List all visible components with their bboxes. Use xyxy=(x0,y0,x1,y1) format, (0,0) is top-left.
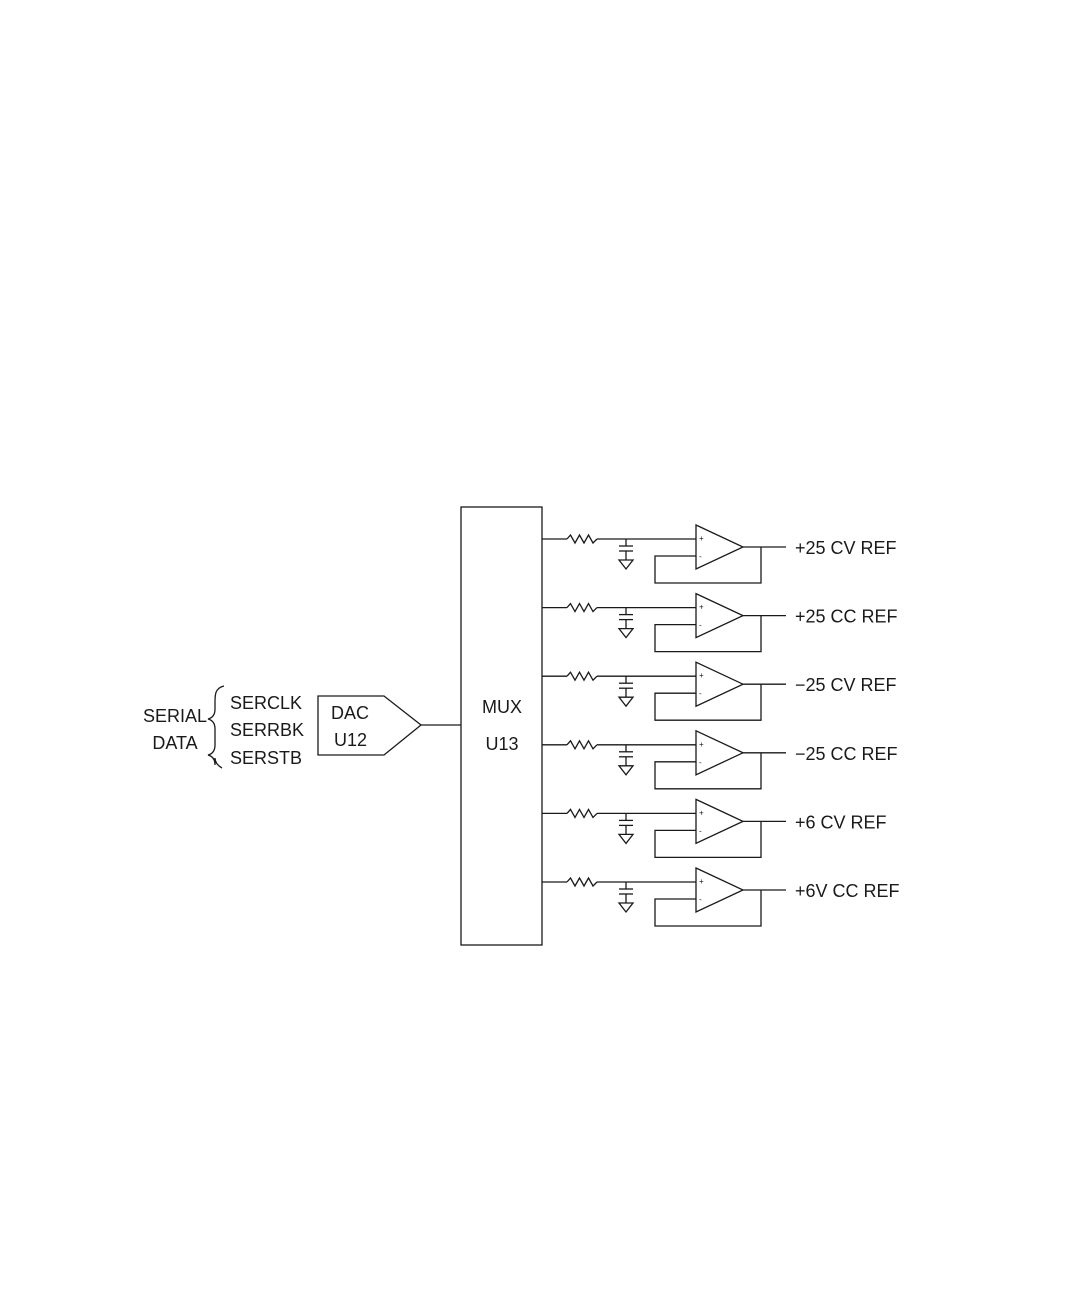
mux-label: MUX xyxy=(482,697,522,717)
output-label: +6V CC REF xyxy=(795,881,900,901)
signal-group-brace xyxy=(208,686,224,768)
output-label: −25 CV REF xyxy=(795,675,897,695)
opamp-plus-pin: + xyxy=(699,877,704,886)
signal-serclk: SERCLK xyxy=(230,693,302,713)
resistor xyxy=(567,535,597,543)
feedback-loop xyxy=(655,547,761,583)
opamp-minus-pin: - xyxy=(699,689,702,698)
signal-serstb: SERSTB xyxy=(230,748,302,768)
ground-symbol xyxy=(619,766,633,775)
opamp xyxy=(696,662,743,706)
feedback-loop xyxy=(655,821,761,857)
dac-ref: U12 xyxy=(334,730,367,750)
resistor xyxy=(567,672,597,680)
opamp xyxy=(696,799,743,843)
serial-label-line1: SERIAL xyxy=(143,706,207,726)
ground-symbol xyxy=(619,697,633,706)
mux-block xyxy=(461,507,542,945)
opamp-minus-pin: - xyxy=(699,826,702,835)
opamp xyxy=(696,731,743,775)
ground-symbol xyxy=(619,834,633,843)
opamp-plus-pin: + xyxy=(699,603,704,612)
mux-ref: U13 xyxy=(485,734,518,754)
opamp xyxy=(696,594,743,638)
ground-symbol xyxy=(619,629,633,638)
channel-6: + - +6V CC REF xyxy=(542,868,900,926)
output-label: −25 CC REF xyxy=(795,744,898,764)
resistor xyxy=(567,604,597,612)
serial-label-line2: DATA xyxy=(152,733,197,753)
dac-label: DAC xyxy=(331,703,369,723)
opamp xyxy=(696,868,743,912)
ground-symbol xyxy=(619,560,633,569)
output-label: +25 CC REF xyxy=(795,607,898,627)
resistor xyxy=(567,741,597,749)
resistor xyxy=(567,878,597,886)
channel-5: + - +6 CV REF xyxy=(542,799,887,857)
feedback-loop xyxy=(655,684,761,720)
opamp-minus-pin: - xyxy=(699,552,702,561)
opamp-plus-pin: + xyxy=(699,808,704,817)
opamp-minus-pin: - xyxy=(699,621,702,630)
ground-symbol xyxy=(619,903,633,912)
channel-2: + - +25 CC REF xyxy=(542,594,898,652)
feedback-loop xyxy=(655,616,761,652)
opamp-plus-pin: + xyxy=(699,671,704,680)
opamp-minus-pin: - xyxy=(699,895,702,904)
output-label: +6 CV REF xyxy=(795,812,887,832)
output-label: +25 CV REF xyxy=(795,538,897,558)
resistor xyxy=(567,809,597,817)
channel-1: + - +25 CV REF xyxy=(542,525,897,583)
feedback-loop xyxy=(655,890,761,926)
signal-serrbk: SERRBK xyxy=(230,720,304,740)
opamp-minus-pin: - xyxy=(699,758,702,767)
opamp xyxy=(696,525,743,569)
channel-4: + - −25 CC REF xyxy=(542,731,898,789)
channel-3: + - −25 CV REF xyxy=(542,662,897,720)
feedback-loop xyxy=(655,753,761,789)
output-channels: + - +25 CV REF + - +25 CC REF + - −25 CV REF + - −2… xyxy=(542,525,900,926)
opamp-plus-pin: + xyxy=(699,534,704,543)
opamp-plus-pin: + xyxy=(699,740,704,749)
